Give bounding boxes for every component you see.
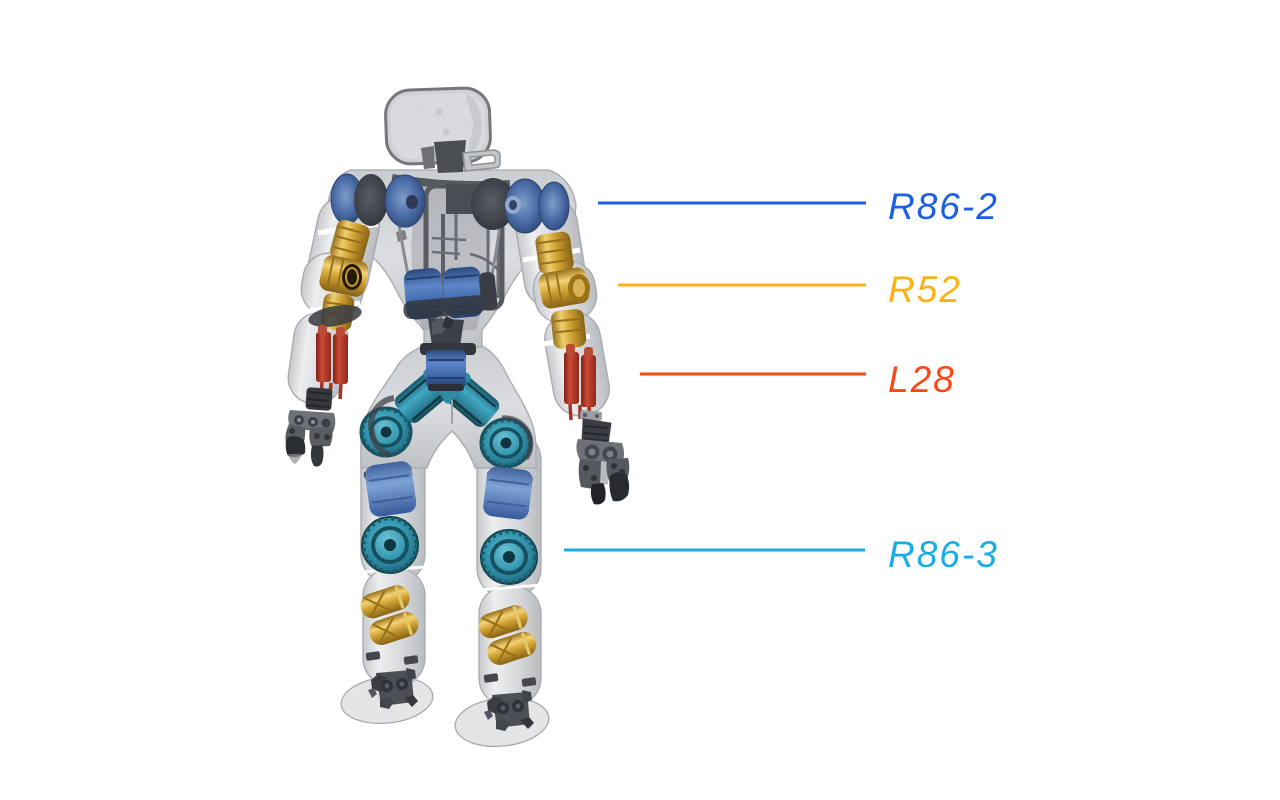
svg-text:R52: R52 [888,269,962,310]
svg-text:R86-2: R86-2 [888,186,999,227]
svg-text:R86-3: R86-3 [888,534,999,575]
svg-text:L28: L28 [888,359,956,400]
